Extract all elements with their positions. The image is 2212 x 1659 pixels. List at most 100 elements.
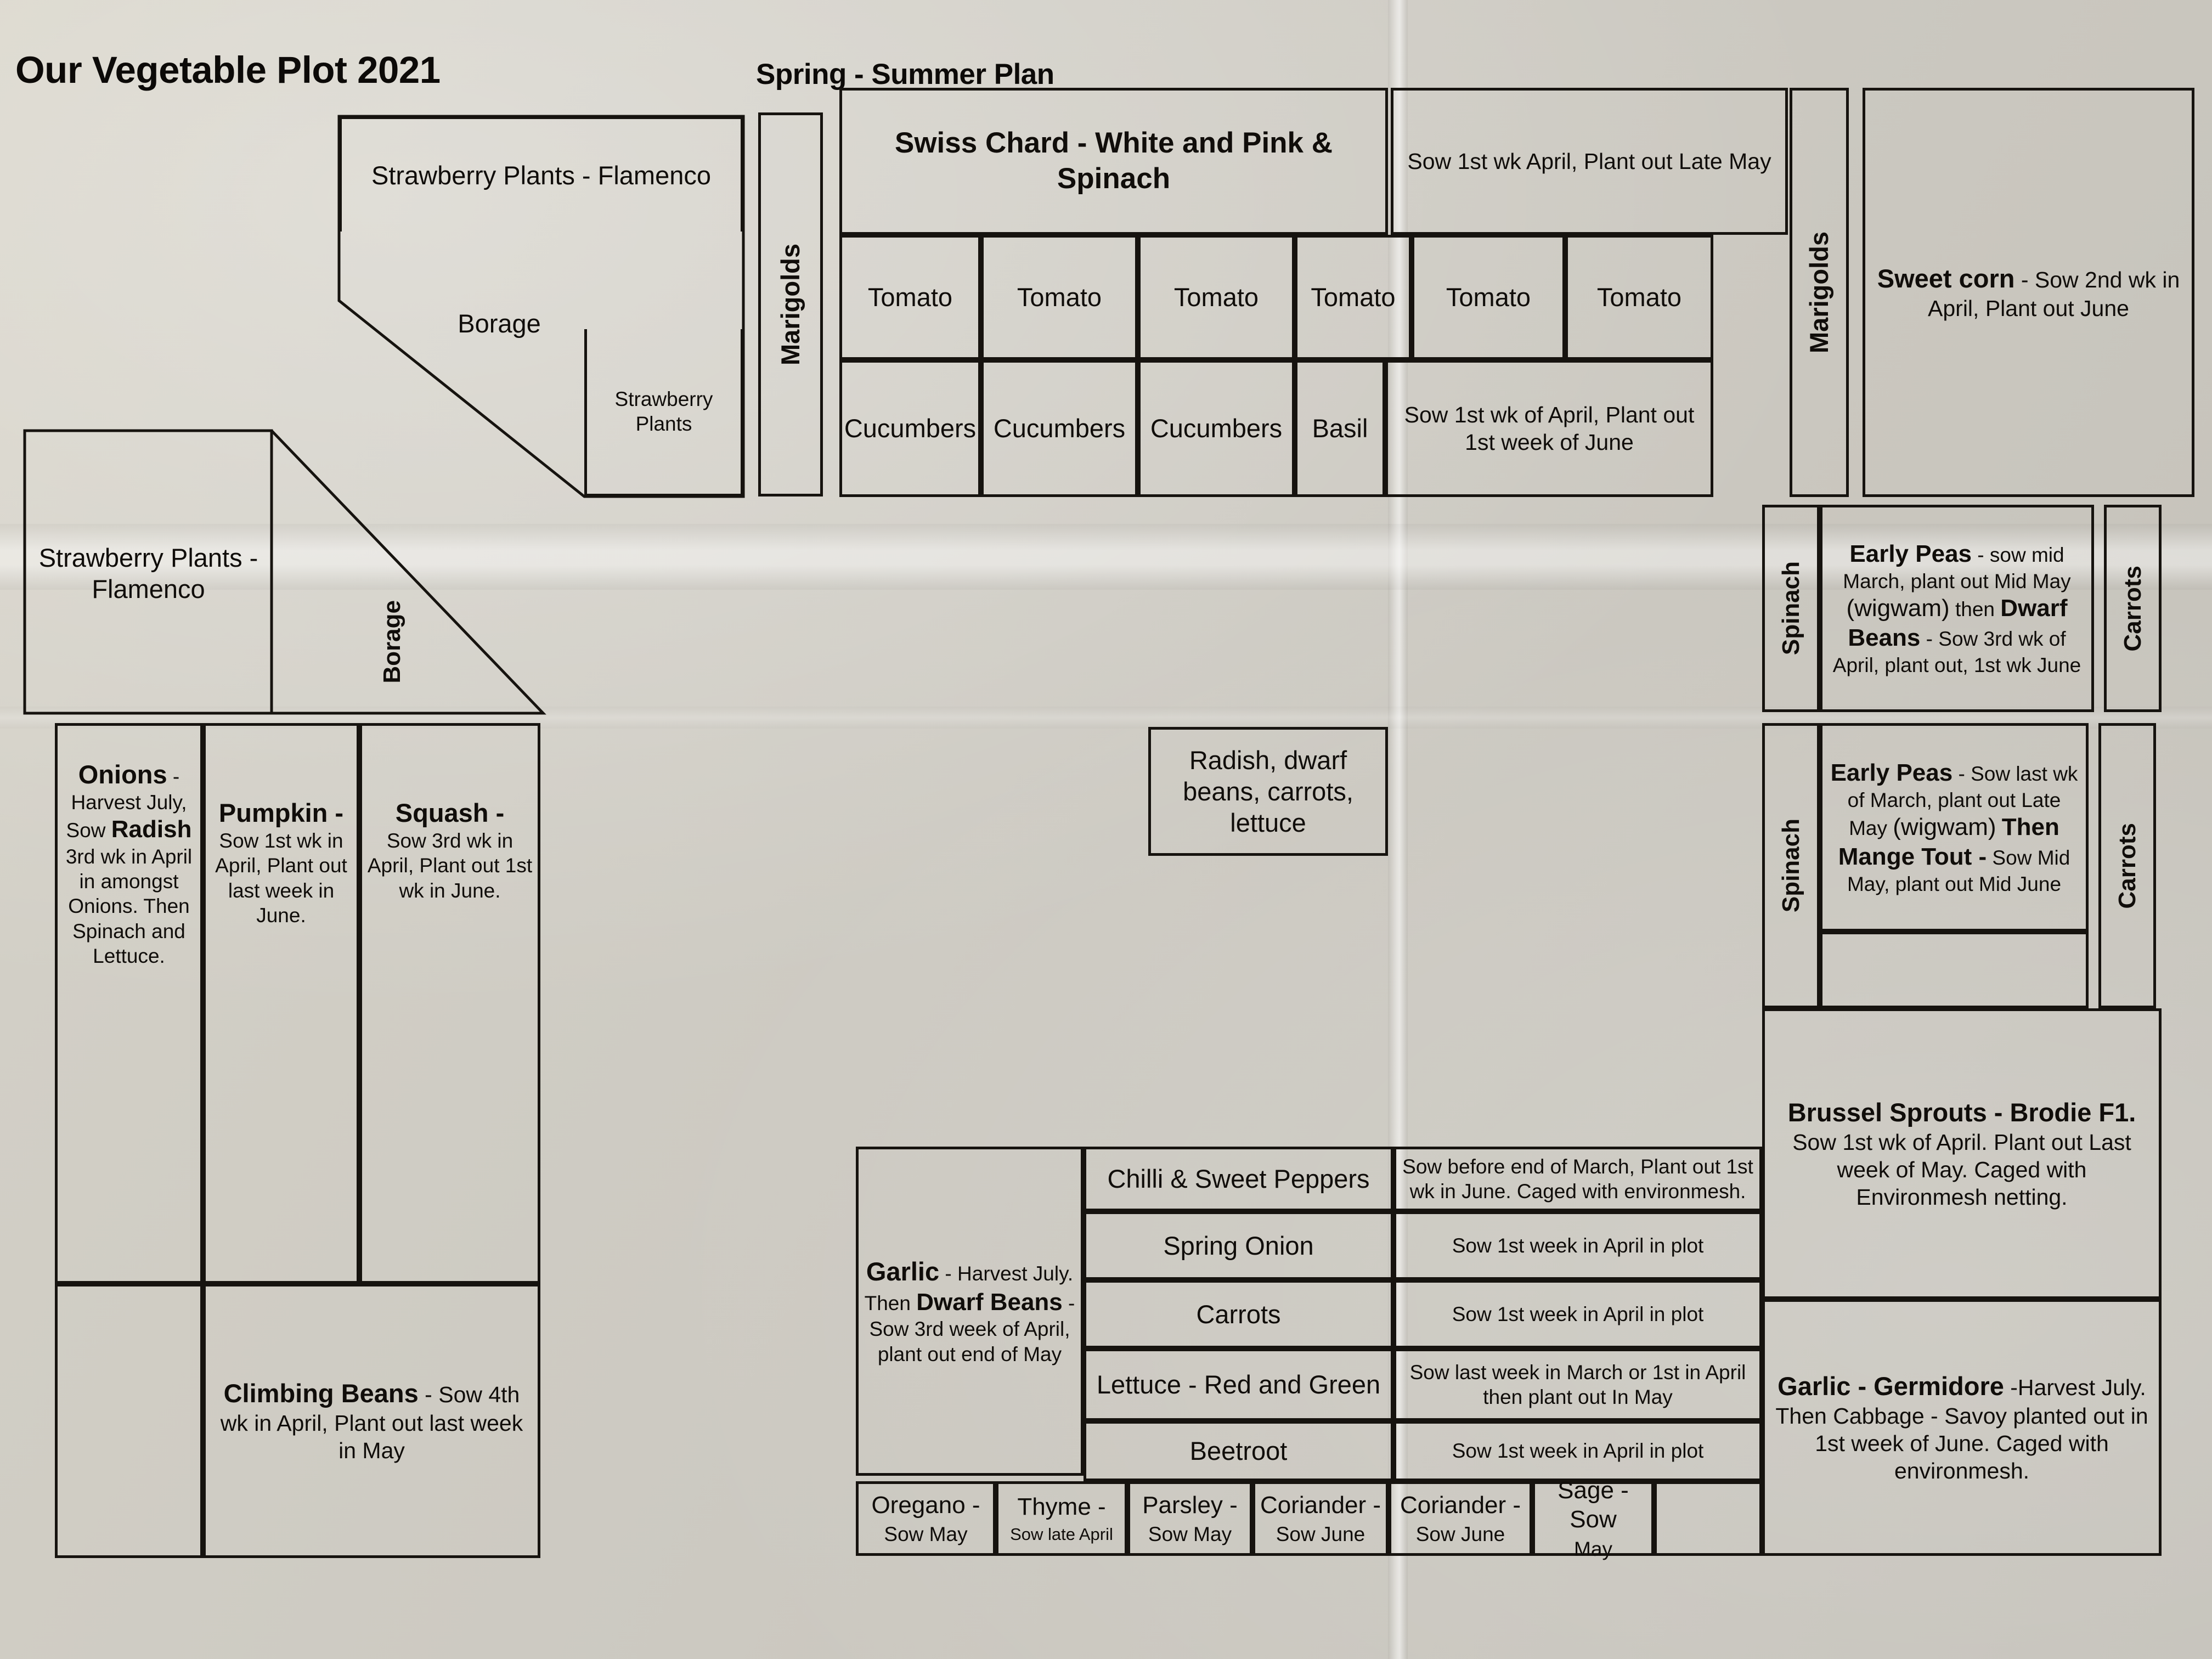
herb-note-4: Sow June (1415, 1523, 1505, 1546)
plot-squash[interactable]: Squash - Sow 3rd wk in April, Plant out 1… (359, 723, 540, 1284)
plot-radish-dwarf-beans[interactable]: Radish, dwarf beans, carrots, lettuce (1148, 727, 1388, 856)
plot-cucumbers-1[interactable]: Cucumbers (839, 360, 981, 497)
plot-tomato-1[interactable]: Tomato (839, 235, 981, 360)
early-peas-1-note-c: - Sow 3rd wk of April, plant out, 1st wk… (1832, 627, 2081, 676)
early-peas-1-note-a: - sow mid March, plant out Mid May (1843, 544, 2071, 593)
early-peas-1-wigwam: (wigwam) (1846, 595, 1950, 622)
brussel-sprouts-name: Brussel Sprouts - Brodie F1. (1787, 1098, 2136, 1127)
pumpkin-name: Pumpkin - (218, 798, 344, 827)
plot-cucumbers-2[interactable]: Cucumbers (981, 360, 1138, 497)
crop-row-note-0[interactable]: Sow before end of March, Plant out 1st w… (1393, 1147, 1762, 1211)
plot-strawberry-plants-small[interactable]: Strawberry Plants (584, 329, 743, 496)
plot-spinach-lower[interactable]: Spinach (1762, 723, 1820, 1008)
radish-name: Radish (111, 816, 192, 843)
garlic-germidore-name: Garlic - Germidore (1778, 1372, 2004, 1401)
herb-note-3: Sow June (1276, 1523, 1365, 1546)
onions-note-b: 3rd wk in April in amongst Onions. Then … (65, 845, 193, 967)
pumpkin-note: Sow 1st wk in April, Plant out last week… (215, 830, 347, 927)
sweet-corn-name: Sweet corn (1877, 264, 2015, 294)
plot-climbing-beans[interactable]: Climbing Beans - Sow 4th wk in April, Pl… (203, 1284, 540, 1558)
plot-tomato-4[interactable]: Tomato (1295, 235, 1412, 360)
herb-name-3: Coriander - (1260, 1491, 1381, 1519)
herb-name-0: Oregano - (871, 1491, 980, 1519)
page-title: Our Vegetable Plot 2021 (15, 49, 441, 91)
garlic-name: Garlic (866, 1257, 940, 1286)
garlic-note-b: - Sow 3rd week of April, plant out end o… (869, 1291, 1075, 1365)
herb-cell-5[interactable]: Sage - Sow May (1532, 1477, 1654, 1560)
plot-empty-under-early-peas[interactable] (1820, 932, 2089, 1008)
dwarf-beans-name: Dwarf Beans (1848, 595, 2068, 651)
garlic-dwarf-beans-name: Dwarf Beans (916, 1288, 1063, 1316)
plot-pumpkin[interactable]: Pumpkin - Sow 1st wk in April, Plant out … (203, 723, 359, 1284)
plot-garlic[interactable]: Garlic - Harvest July. Then Dwarf Beans … (856, 1147, 1084, 1476)
plot-borage-left[interactable]: Borage (379, 600, 406, 684)
plot-tomato-sow-note[interactable]: Sow 1st wk of April, Plant out 1st week … (1385, 360, 1713, 497)
herb-name-5: Sage - Sow (1558, 1476, 1629, 1533)
plot-sweet-corn[interactable]: Sweet corn - Sow 2nd wk in April, Plant … (1863, 88, 2194, 497)
page-subtitle: Spring - Summer Plan (756, 58, 1054, 91)
strawberry-left-outline (23, 429, 273, 715)
early-peas-2-name: Early Peas (1830, 759, 1953, 787)
plot-swiss-chard-note[interactable]: Sow 1st wk April, Plant out Late May (1391, 88, 1788, 235)
plot-early-peas-lower[interactable]: Early Peas - Sow last wk of March, plant… (1820, 723, 2089, 932)
squash-note: Sow 3rd wk in April, Plant out 1st wk in… (367, 830, 533, 902)
crop-row-note-3[interactable]: Sow last week in March or 1st in April t… (1393, 1348, 1762, 1421)
plot-early-peas-upper[interactable]: Early Peas - sow mid March, plant out Mi… (1820, 505, 2094, 712)
plot-onions[interactable]: Onions - Harvest July, Sow Radish 3rd wk… (55, 723, 203, 1284)
plot-tomato-3[interactable]: Tomato (1138, 235, 1295, 360)
plot-borage-top[interactable]: Borage (458, 309, 541, 338)
crop-row-note-1[interactable]: Sow 1st week in April in plot (1393, 1211, 1762, 1280)
plot-carrots-lower[interactable]: Carrots (2098, 723, 2156, 1008)
plot-strawberry-flamenco-top[interactable]: Strawberry Plants - Flamenco (339, 116, 743, 232)
herb-note-2: Sow May (1148, 1523, 1232, 1546)
crop-row-note-4[interactable]: Sow 1st week in April in plot (1393, 1421, 1762, 1481)
plot-carrots-upper[interactable]: Carrots (2104, 505, 2162, 712)
climbing-beans-note: - Sow 4th wk in April, Plant out last we… (220, 1382, 523, 1463)
squash-name: Squash - (395, 798, 505, 827)
herb-name-4: Coriander - (1400, 1491, 1521, 1519)
onions-note-a: - Harvest July, Sow (66, 765, 187, 842)
crop-row-name-1[interactable]: Spring Onion (1084, 1211, 1393, 1280)
early-peas-2-note-b: Sow Mid May, plant out Mid June (1847, 846, 2070, 895)
plot-brussel-sprouts[interactable]: Brussel Sprouts - Brodie F1.Sow 1st wk o… (1762, 1008, 2162, 1299)
herb-name-2: Parsley - (1142, 1491, 1238, 1519)
mange-tout-name: Then Mange Tout - (1838, 814, 2059, 870)
plot-swiss-chard[interactable]: Swiss Chard - White and Pink & Spinach (839, 88, 1388, 235)
herb-name-1: Thyme - (1017, 1493, 1106, 1521)
plot-tomato-6[interactable]: Tomato (1565, 235, 1713, 360)
herb-cell-0[interactable]: Oregano - Sow May (856, 1481, 996, 1556)
crop-row-note-2[interactable]: Sow 1st week in April in plot (1393, 1280, 1762, 1348)
sweet-corn-note: - Sow 2nd wk in April, Plant out June (1928, 267, 2180, 321)
plot-marigolds-right[interactable]: Marigolds (1790, 88, 1849, 497)
crop-row-name-4[interactable]: Beetroot (1084, 1421, 1393, 1481)
borage-left-outline (25, 430, 546, 715)
plot-cucumbers-3[interactable]: Cucumbers (1138, 360, 1295, 497)
herb-cell-3[interactable]: Coriander - Sow June (1252, 1481, 1389, 1556)
herb-note-1: Sow late April (1010, 1524, 1113, 1544)
early-peas-1-name: Early Peas (1849, 540, 1972, 568)
plot-garlic-germidore[interactable]: Garlic - Germidore -Harvest July. Then C… (1762, 1299, 2162, 1556)
herb-cell-2[interactable]: Parsley - Sow May (1127, 1481, 1252, 1556)
onions-name: Onions (78, 760, 167, 789)
crop-row-name-2[interactable]: Carrots (1084, 1280, 1393, 1348)
plot-spinach-upper[interactable]: Spinach (1762, 505, 1820, 712)
early-peas-1-note-b: then (1949, 598, 2001, 621)
plot-tomato-2[interactable]: Tomato (981, 235, 1138, 360)
crop-row-name-3[interactable]: Lettuce - Red and Green (1084, 1348, 1393, 1421)
plot-strawberry-flamenco-left[interactable]: Strawberry Plants - Flamenco (38, 543, 258, 603)
herb-cell-empty[interactable] (1654, 1481, 1762, 1556)
early-peas-2-note-a: - Sow last wk of March, plant out Late M… (1847, 763, 2078, 840)
plot-tomato-5[interactable]: Tomato (1412, 235, 1565, 360)
plot-basil[interactable]: Basil (1295, 360, 1385, 497)
herb-cell-4[interactable]: Coriander - Sow June (1389, 1481, 1532, 1556)
garlic-note-a: - Harvest July. Then (864, 1262, 1074, 1314)
plot-marigolds-left[interactable]: Marigolds (758, 112, 823, 496)
early-peas-2-wigwam: (wigwam) (1893, 814, 1996, 841)
herb-note-5: May (1574, 1538, 1612, 1561)
herb-cell-1[interactable]: Thyme - Sow late April (996, 1481, 1127, 1556)
crop-row-name-0[interactable]: Chilli & Sweet Peppers (1084, 1147, 1393, 1211)
herb-note-0: Sow May (884, 1523, 968, 1546)
plot-empty-lower-left[interactable] (55, 1284, 203, 1558)
climbing-beans-name: Climbing Beans (223, 1379, 419, 1408)
